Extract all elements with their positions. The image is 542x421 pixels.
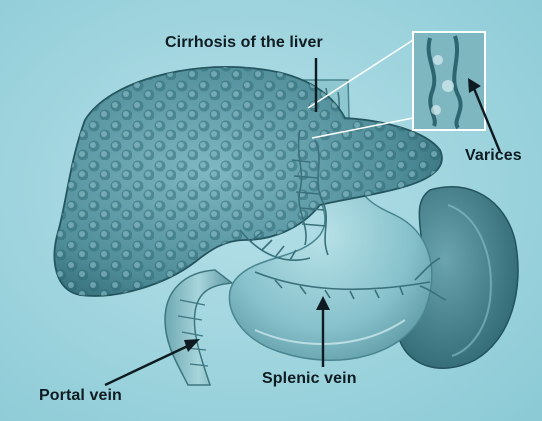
- varices-label: Varices: [465, 147, 522, 165]
- portal-vein-label: Portal vein: [39, 387, 122, 405]
- splenic-vein-label: Splenic vein: [262, 370, 357, 388]
- title-label: Cirrhosis of the liver: [165, 34, 323, 52]
- varices-inset: [413, 32, 485, 130]
